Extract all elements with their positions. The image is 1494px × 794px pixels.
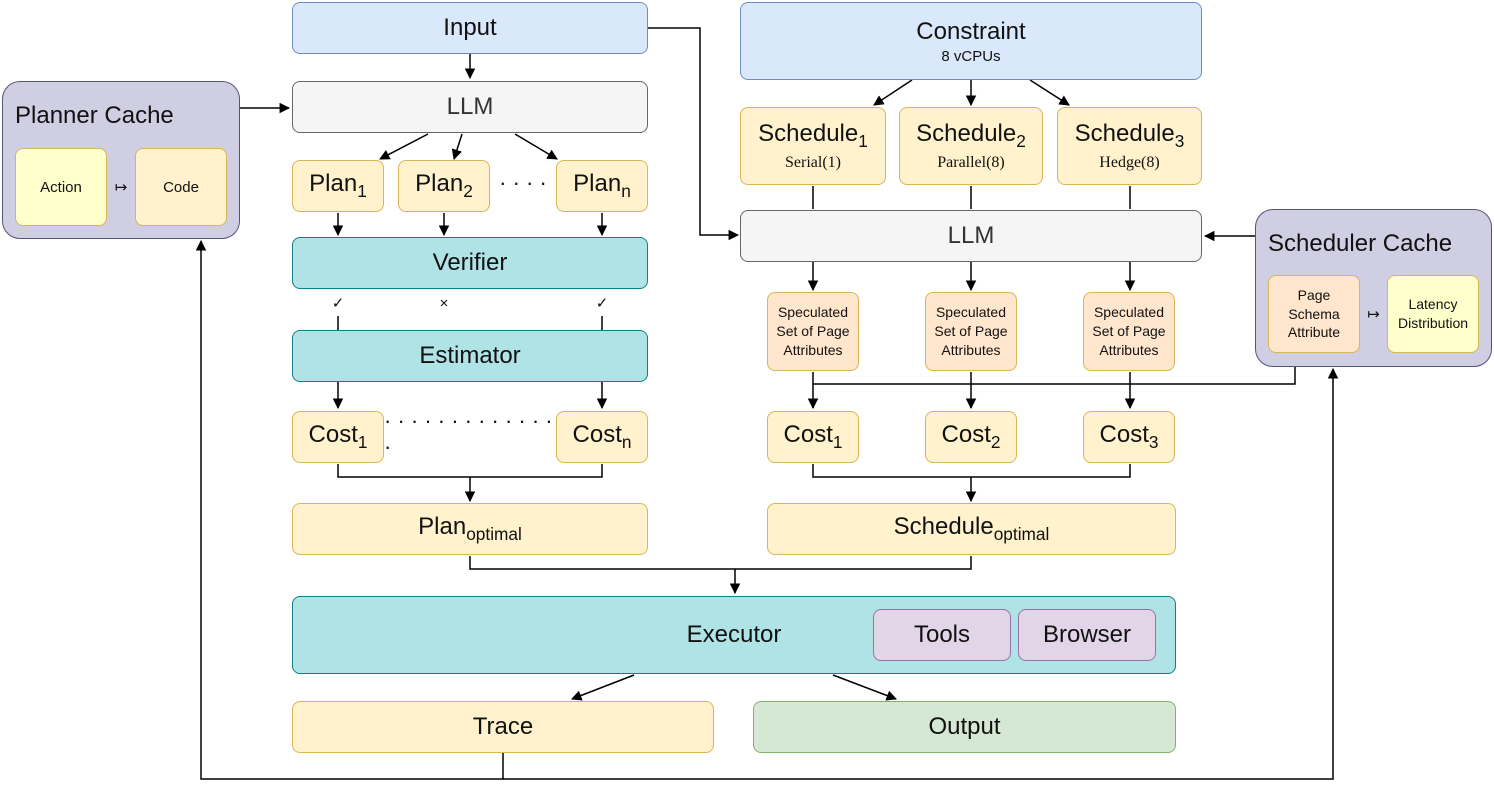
planner-cache-panel: Planner Cache Action ↦ Code <box>2 81 240 239</box>
scheduler-cache-key-line-1: Page <box>1297 286 1331 303</box>
edge-llm-plann <box>514 133 558 160</box>
schedule-optimal-box: Scheduleoptimal <box>767 503 1176 555</box>
edge-trace-feedback-right <box>503 367 1339 780</box>
left-cost-n-box: Costn <box>556 411 648 463</box>
planner-llm-box: LLM <box>292 81 648 133</box>
right-cost-2-box: Cost2 <box>925 411 1017 463</box>
right-cost-1-box: Cost1 <box>767 411 859 463</box>
verifier-mark-1: ✓ <box>331 295 345 312</box>
speculated-attributes-2: Speculated Set of Page Attributes <box>925 292 1017 371</box>
scheduler-cache-map-symbol: ↦ <box>1367 306 1380 323</box>
edge-llm-plan2 <box>451 133 463 161</box>
scheduler-cache-value-line-2: Distribution <box>1397 315 1469 331</box>
tools-label: Tools <box>913 621 971 648</box>
left-cost-n-label: Costn <box>572 420 632 453</box>
schedule-2-label: Schedule2 <box>916 119 1026 152</box>
plan-2-box: Plan2 <box>398 160 490 212</box>
speculated-attributes-1: Speculated Set of Page Attributes <box>767 292 859 371</box>
edge-trace-feedback <box>195 239 504 780</box>
right-cost-1-label: Cost1 <box>783 420 843 453</box>
planner-cache-value-label: Code <box>163 178 199 196</box>
planner-cache-value: Code <box>135 148 227 226</box>
scheduler-llm-label: LLM <box>947 222 995 249</box>
output-box: Output <box>753 701 1176 753</box>
edge-costs-plan-optimal <box>337 464 603 501</box>
scheduler-cache-key-line-2: Schema <box>1288 305 1340 322</box>
scheduler-cache-title: Scheduler Cache <box>1268 230 1453 257</box>
trace-label: Trace <box>472 713 534 740</box>
schedule-3-detail: Hedge(8) <box>1099 154 1160 172</box>
input-label: Input <box>443 14 497 41</box>
edge-executor-trace <box>571 674 635 701</box>
estimator-label: Estimator <box>419 342 521 369</box>
verifier-mark-n: ✓ <box>595 295 609 312</box>
right-cost-2-label: Cost2 <box>941 420 1001 453</box>
speculated-attributes-3: Speculated Set of Page Attributes <box>1083 292 1175 371</box>
planner-cache-title: Planner Cache <box>15 102 174 129</box>
plan-ellipsis: · · · · <box>499 170 547 195</box>
edge-constraint-schedule1 <box>873 79 913 106</box>
schedule-3-label: Schedule3 <box>1074 119 1185 152</box>
input-box: Input <box>292 2 648 54</box>
plan-optimal-label: Planoptimal <box>418 512 522 545</box>
edge-executor-output <box>832 674 897 701</box>
executor-label: Executor <box>686 621 782 648</box>
scheduler-cache-key: Page Schema Attribute <box>1268 275 1360 353</box>
estimator-box: Estimator <box>292 330 648 382</box>
scheduler-cache-panel: Scheduler Cache Page Schema Attribute ↦ … <box>1255 209 1492 367</box>
schedule-1-box: Schedule1 Serial(1) <box>740 107 886 185</box>
verifier-box: Verifier <box>292 237 648 289</box>
planner-cache-map-symbol: ↦ <box>114 179 128 196</box>
edge-scheduler-cache-costs <box>813 367 1296 385</box>
left-cost-1-label: Cost1 <box>308 420 368 453</box>
schedule-optimal-label: Scheduleoptimal <box>893 512 1050 545</box>
right-cost-3-label: Cost3 <box>1099 420 1159 453</box>
plan-1-label: Plan1 <box>309 169 367 202</box>
left-cost-ellipsis: · · · · · · · · · · · · · · <box>384 408 553 459</box>
trace-box: Trace <box>292 701 714 753</box>
constraint-box: Constraint 8 vCPUs <box>740 2 1202 80</box>
plan-1-box: Plan1 <box>292 160 384 212</box>
plan-n-box: Plann <box>556 160 648 212</box>
browser-label: Browser <box>1042 621 1132 648</box>
scheduler-cache-value: Latency Distribution <box>1387 275 1479 353</box>
edge-input-right-llm <box>648 27 740 241</box>
scheduler-cache-value-line-1: Latency <box>1408 296 1458 313</box>
right-cost-3-box: Cost3 <box>1083 411 1175 463</box>
planner-cache-key: Action <box>15 148 107 226</box>
left-cost-1-box: Cost1 <box>292 411 384 463</box>
output-label: Output <box>928 713 1001 740</box>
verifier-label: Verifier <box>432 249 508 276</box>
tools-box: Tools <box>873 609 1011 661</box>
planner-cache-key-label: Action <box>40 178 82 196</box>
schedule-2-detail: Parallel(8) <box>937 154 1005 172</box>
constraint-sublabel: 8 vCPUs <box>941 47 1001 65</box>
browser-box: Browser <box>1018 609 1156 661</box>
edge-optimal-executor <box>469 556 972 593</box>
scheduler-cache-key-line-3: Attribute <box>1287 324 1341 341</box>
executor-box: Executor Tools Browser <box>292 596 1176 674</box>
plan-optimal-box: Planoptimal <box>292 503 648 555</box>
plan-n-label: Plann <box>573 169 631 202</box>
schedule-2-box: Schedule2 Parallel(8) <box>899 107 1043 185</box>
verifier-mark-2: × <box>439 294 449 312</box>
schedule-3-box: Schedule3 Hedge(8) <box>1057 107 1202 185</box>
edge-costs-schedule-optimal <box>812 464 1131 501</box>
constraint-label: Constraint <box>916 17 1026 45</box>
scheduler-llm-box: LLM <box>740 210 1202 262</box>
schedule-1-label: Schedule1 <box>758 119 868 152</box>
planner-llm-label: LLM <box>446 93 494 120</box>
edge-llm-plan1 <box>379 133 429 160</box>
plan-2-label: Plan2 <box>415 169 473 202</box>
schedule-1-detail: Serial(1) <box>785 154 841 172</box>
edge-constraint-schedule3 <box>1029 79 1070 106</box>
